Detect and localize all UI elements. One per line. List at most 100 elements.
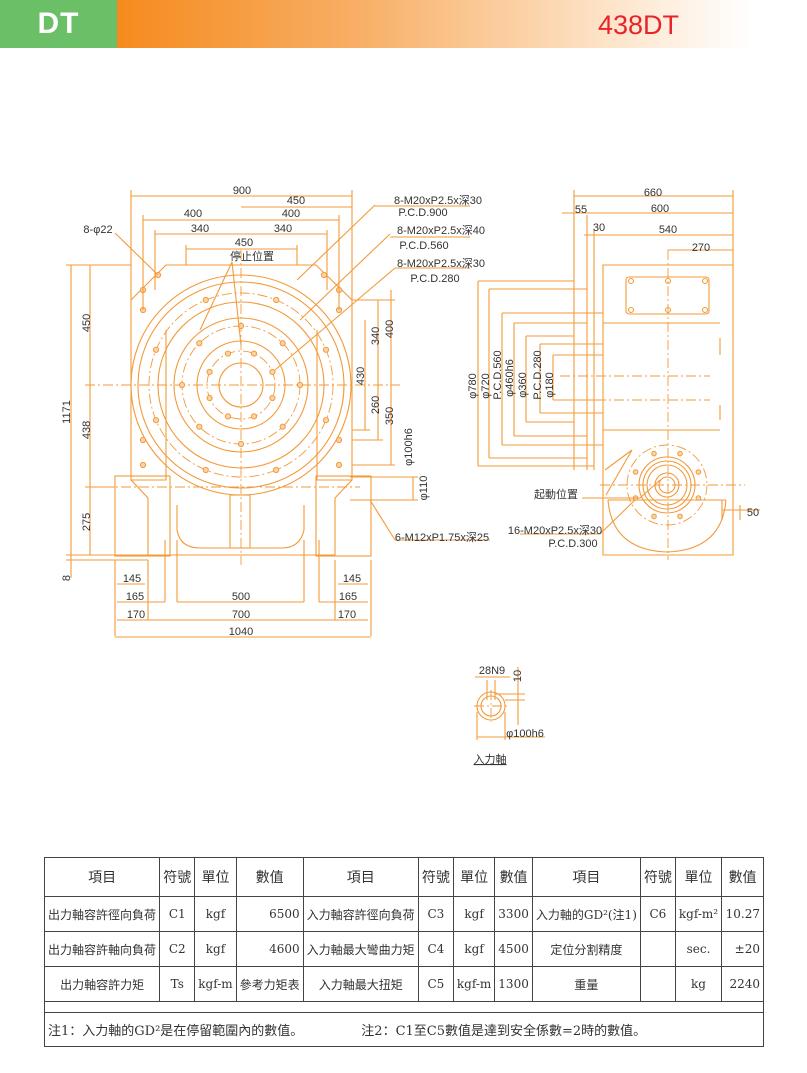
- bolt-hole-icon: [322, 346, 330, 353]
- dim-165-left: 165: [126, 591, 144, 603]
- bolt-hole-icon: [651, 450, 657, 457]
- cell: 4600: [235, 931, 304, 967]
- col-header: 數值: [721, 857, 764, 897]
- cell: C5: [417, 966, 454, 1002]
- cell: [639, 931, 676, 967]
- bolt-hole-icon: [632, 469, 639, 475]
- bolt-hole-icon: [320, 271, 328, 279]
- col-header: 符號: [639, 857, 676, 897]
- cell: 10.27: [721, 896, 764, 932]
- bolt-hole-icon: [279, 340, 286, 347]
- col-header: 單位: [674, 857, 723, 897]
- holes-label: 8-φ22: [83, 224, 112, 236]
- front-view: 900 450 400 400 340 340 450 停止位置 8-φ22 8…: [61, 185, 490, 638]
- bolt-hole-icon: [250, 413, 258, 420]
- bolt-hole-icon: [250, 350, 258, 357]
- dim-1171: 1171: [61, 400, 73, 424]
- side-dim-660: 660: [644, 187, 662, 199]
- table-notes-row: 注1：入力軸的GD²是在停留範圍內的數值。 注2：C1至C5數值是達到安全係數=2…: [44, 1012, 764, 1047]
- side-dim-phi460h6: φ460h6: [504, 359, 516, 397]
- col-header: 數值: [235, 857, 304, 897]
- bolt-hole-icon: [202, 466, 209, 474]
- side-callout-thread: 16-M20xP2.5x深30: [508, 524, 602, 537]
- dim-400-left: 400: [184, 208, 202, 220]
- bolt-hole-icon: [196, 423, 203, 430]
- bolt-hole-icon: [139, 436, 147, 444]
- col-header: 項目: [302, 857, 419, 897]
- bolt-hole-icon: [178, 381, 186, 389]
- cell: [639, 966, 676, 1002]
- cell: C2: [159, 931, 196, 967]
- col-header: 項目: [531, 857, 641, 897]
- cell: 4500: [494, 931, 533, 967]
- side-dim-540: 540: [659, 224, 677, 236]
- dim-145-left: 145: [123, 573, 141, 585]
- side-dim-30: 30: [593, 222, 605, 234]
- bolt-hole-icon: [677, 450, 683, 457]
- table-row: 出力軸容許力矩 Ts kgf-m 參考力矩表 入力軸最大扭矩 C5 kgf-m …: [43, 966, 764, 1002]
- cell: kg: [674, 966, 723, 1002]
- dim-438: 438: [81, 421, 93, 439]
- side-dim-50: 50: [747, 507, 759, 519]
- technical-drawing: 900 450 400 400 340 340 450 停止位置 8-φ22 8…: [61, 185, 760, 766]
- col-header: 項目: [43, 857, 161, 897]
- cell: kgf-m: [194, 966, 237, 1002]
- dim-500: 500: [232, 591, 250, 603]
- bolt-hole-icon: [152, 346, 160, 353]
- dim-400-vert: 400: [384, 320, 396, 338]
- dim-340-right: 340: [274, 223, 292, 235]
- dim-450-left: 450: [81, 314, 93, 332]
- dim-170-left: 170: [127, 609, 145, 621]
- input-shaft-view: 28N9 10 φ100h6 入力軸: [474, 665, 545, 766]
- note-2: 注2：C1至C5數值是達到安全係數=2時的數值。: [361, 1024, 647, 1039]
- cell: 入力軸最大扭矩: [302, 966, 419, 1002]
- side-dim-pcd280: P.C.D.280: [532, 350, 544, 399]
- bolt-hole-icon: [206, 368, 213, 376]
- cell: 出力軸容許力矩: [43, 966, 161, 1002]
- start-position-label: 起動位置: [534, 487, 578, 501]
- cell: C3: [417, 896, 454, 932]
- bolt-hole-icon: [279, 423, 286, 430]
- cell: Ts: [159, 966, 196, 1002]
- side-dim-pcd560: P.C.D.560: [492, 350, 504, 399]
- callout-pcd-2: P.C.D.560: [399, 240, 448, 252]
- dim-170-right: 170: [338, 609, 356, 621]
- dim-8: 8: [61, 575, 73, 581]
- dim-165-right: 165: [339, 591, 357, 603]
- notes-cell: 注1：入力軸的GD²是在停留範圍內的數值。 注2：C1至C5數值是達到安全係數=2…: [44, 1012, 764, 1047]
- bolt-hole-icon: [139, 461, 147, 469]
- cell: kgf: [194, 931, 237, 967]
- dim-1040: 1040: [229, 626, 253, 638]
- col-header: 數值: [494, 857, 533, 897]
- bolt-hole-icon: [677, 513, 683, 520]
- side-dim-phi780: φ780: [467, 373, 479, 399]
- spacer-cell: [44, 1001, 764, 1013]
- note-1: 注1：入力軸的GD²是在停留範圍內的數值。: [48, 1024, 304, 1039]
- side-view: 660 55 600 30 540 270 φ780 φ720 P.C.D.56…: [467, 187, 760, 560]
- keyway-label: 28N9: [479, 665, 505, 677]
- dim-phi110: φ110: [418, 476, 430, 501]
- bolt-hole-icon: [335, 461, 343, 469]
- cell: kgf-m²: [674, 896, 723, 932]
- callout-thread-1: 8-M20xP2.5x深30: [394, 194, 482, 207]
- cell: 入力軸容許徑向負荷: [302, 896, 419, 932]
- bolt-hole-icon: [695, 469, 702, 475]
- shaft-diameter: φ100h6: [506, 728, 544, 740]
- dim-400-right: 400: [282, 208, 300, 220]
- col-header: 單位: [452, 857, 496, 897]
- side-dim-phi180: φ180: [544, 372, 556, 398]
- dim-340-left: 340: [191, 223, 209, 235]
- base-thread-label: 6-M12xP1.75x深25: [395, 531, 489, 544]
- dim-350: 350: [384, 407, 396, 425]
- cell: 3300: [494, 896, 533, 932]
- col-header: 符號: [159, 857, 196, 897]
- bolt-hole-icon: [273, 466, 280, 474]
- cell: C6: [639, 896, 676, 932]
- cell: 入力軸的GD²(注1): [531, 896, 641, 932]
- side-dim-phi360: φ360: [517, 372, 529, 398]
- bolt-hole-icon: [269, 394, 276, 402]
- bolt-hole-icon: [224, 350, 232, 357]
- bolt-hole-icon: [322, 417, 330, 424]
- cell: sec.: [674, 931, 723, 967]
- dim-450-inner: 450: [235, 237, 253, 249]
